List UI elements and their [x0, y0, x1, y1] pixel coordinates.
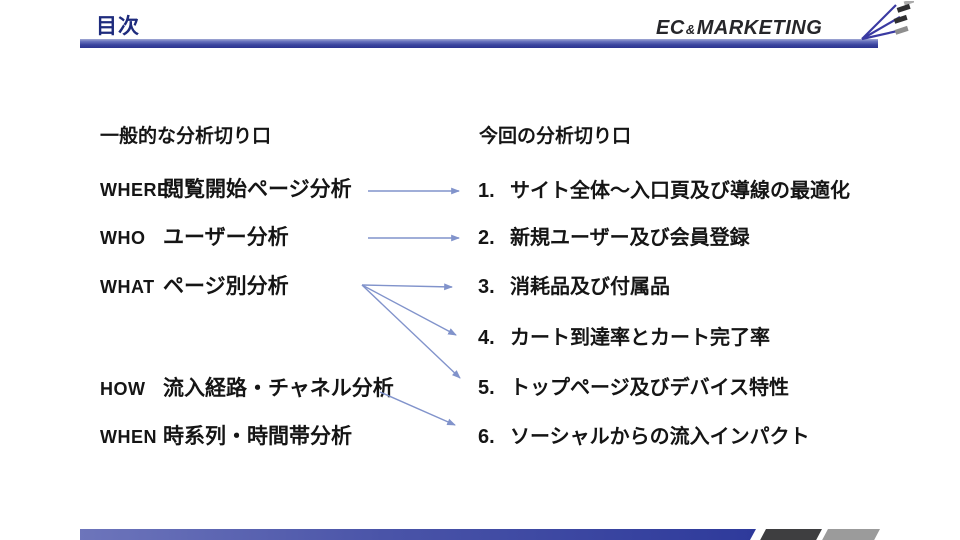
right-item-number: 2. — [478, 227, 495, 249]
left-item-en: HOW — [100, 379, 146, 399]
left-item-what: WHAT ページ別分析 — [100, 274, 289, 300]
right-item-number: 4. — [478, 327, 495, 349]
ec-marketing-logo-icon — [861, 1, 914, 41]
right-column-title: 今回の分析切り口 — [479, 126, 632, 147]
arrow-what-to-4 — [361, 284, 457, 336]
right-item-3: 3. 消耗品及び付属品 — [478, 274, 670, 300]
footer-bar-gray-segment — [822, 529, 880, 540]
right-item-number: 6. — [478, 426, 495, 448]
arrow-what-to-3 — [361, 283, 453, 291]
right-item-2: 2. 新規ユーザー及び会員登録 — [478, 225, 750, 251]
arrow-what-to-5 — [361, 284, 461, 379]
right-item-number: 1. — [478, 180, 495, 202]
footer-bar-dark-segment — [760, 529, 822, 540]
left-item-en: WHEN — [100, 427, 157, 447]
right-item-text: 新規ユーザー及び会員登録 — [510, 227, 750, 249]
left-column-title: 一般的な分析切り口 — [100, 126, 272, 147]
logo-text-amp: & — [685, 22, 696, 37]
right-item-text: ソーシャルからの流入インパクト — [510, 426, 810, 448]
company-logo: EC & MARKETING — [656, 17, 822, 40]
right-item-1: 1. サイト全体～入口頁及び導線の最適化 — [478, 178, 850, 204]
right-item-5: 5. トップページ及びデバイス特性 — [478, 375, 789, 401]
right-item-text: サイト全体～入口頁及び導線の最適化 — [510, 180, 850, 202]
logo-text-marketing: MARKETING — [696, 17, 823, 39]
left-item-when: WHEN 時系列・時間帯分析 — [100, 424, 352, 450]
page-title: 目次 — [96, 14, 140, 38]
left-item-who: WHO ユーザー分析 — [100, 225, 289, 251]
right-item-text: 消耗品及び付属品 — [510, 276, 670, 298]
right-item-6: 6. ソーシャルからの流入インパクト — [478, 424, 810, 450]
left-item-ja: 流入経路・チャネル分析 — [163, 377, 394, 400]
header-divider-bar — [80, 39, 878, 48]
left-item-where: WHERE 閲覧開始ページ分析 — [100, 177, 352, 203]
left-item-ja: 時系列・時間帯分析 — [163, 425, 352, 448]
left-item-how: HOW 流入経路・チャネル分析 — [100, 376, 394, 402]
right-item-text: カート到達率とカート完了率 — [510, 327, 770, 349]
footer-bar-blue — [80, 529, 756, 540]
right-item-4: 4. カート到達率とカート完了率 — [478, 325, 770, 351]
left-item-ja: ユーザー分析 — [163, 226, 289, 249]
right-item-number: 5. — [478, 377, 495, 399]
left-item-en: WHERE — [100, 180, 170, 200]
left-item-ja: 閲覧開始ページ分析 — [163, 178, 352, 201]
left-item-ja: ページ別分析 — [163, 275, 289, 298]
right-item-number: 3. — [478, 276, 495, 298]
left-item-en: WHO — [100, 228, 146, 248]
logo-text-ec: EC — [656, 17, 685, 39]
left-item-en: WHAT — [100, 277, 155, 297]
right-item-text: トップページ及びデバイス特性 — [510, 377, 789, 399]
